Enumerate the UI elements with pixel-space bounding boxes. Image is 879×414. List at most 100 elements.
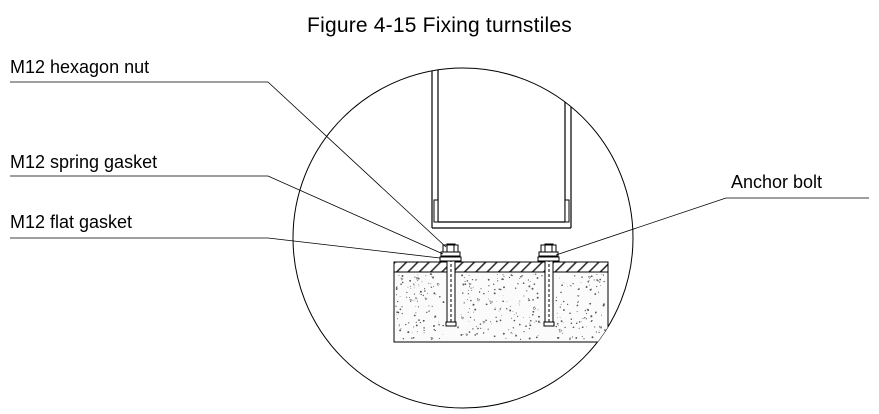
anchor-bolt-right <box>537 243 560 327</box>
concrete-speck <box>555 296 557 298</box>
concrete-speck <box>488 298 489 300</box>
hexagon-nut-left <box>442 244 459 253</box>
concrete-speck <box>535 320 537 322</box>
concrete-aggregate <box>415 297 418 300</box>
concrete-speck <box>428 282 430 284</box>
concrete-speck <box>511 317 513 319</box>
concrete-speck <box>562 322 564 323</box>
concrete-aggregate <box>430 336 434 341</box>
concrete-speck <box>495 316 497 318</box>
concrete-speck <box>467 293 469 295</box>
concrete-speck <box>563 300 565 303</box>
concrete-speck <box>427 293 429 294</box>
concrete-speck <box>401 275 404 277</box>
concrete-speck <box>526 290 528 292</box>
concrete-speck <box>398 324 400 326</box>
concrete-speck <box>503 275 505 277</box>
concrete-speck <box>529 316 531 318</box>
concrete-speck <box>528 299 530 302</box>
concrete-speck <box>567 286 568 288</box>
concrete-speck <box>599 278 602 281</box>
concrete-speck <box>578 321 581 323</box>
concrete-speck <box>569 337 571 339</box>
concrete-speck <box>588 279 590 281</box>
concrete-speck <box>415 324 418 327</box>
concrete-speck <box>517 315 519 317</box>
concrete-speck <box>411 337 413 339</box>
concrete-speck <box>595 311 597 314</box>
concrete-speck <box>487 290 489 292</box>
concrete-speck <box>409 297 410 298</box>
concrete-speck <box>522 317 524 318</box>
concrete-aggregate <box>461 316 465 320</box>
concrete-speck <box>406 296 408 298</box>
concrete-speck <box>469 316 472 319</box>
concrete-speck <box>598 331 600 334</box>
concrete-speck <box>580 321 582 322</box>
leader-lines <box>10 81 869 259</box>
concrete-speck <box>399 308 402 311</box>
concrete-speck <box>423 332 425 334</box>
concrete-speck <box>470 299 472 302</box>
concrete-speck <box>583 338 585 340</box>
concrete-speck <box>570 322 573 325</box>
concrete-speck <box>519 304 520 306</box>
concrete-speck <box>466 280 469 282</box>
concrete-speck <box>413 287 415 289</box>
concrete-speck <box>442 333 444 335</box>
concrete-speck <box>570 285 572 287</box>
concrete-speck <box>479 323 482 325</box>
concrete-speck <box>480 327 482 329</box>
concrete-speck <box>511 333 513 334</box>
concrete-speck <box>584 317 586 319</box>
concrete-speck <box>434 329 436 332</box>
concrete-speck <box>415 306 416 308</box>
concrete-speck <box>415 312 417 314</box>
concrete-speck <box>502 300 504 303</box>
concrete-speck <box>469 296 471 298</box>
concrete-speck <box>499 319 502 322</box>
concrete-speck <box>462 333 464 335</box>
concrete-speck <box>596 273 598 276</box>
concrete-speck <box>528 337 531 340</box>
concrete-speck <box>468 274 470 276</box>
concrete-speck <box>599 281 601 283</box>
concrete-speck <box>586 308 588 310</box>
concrete-speck <box>555 299 557 302</box>
concrete-speck <box>572 326 575 329</box>
concrete-speck <box>476 333 478 335</box>
concrete-speck <box>493 336 495 338</box>
concrete-speck <box>468 320 470 322</box>
concrete-speck <box>590 275 593 278</box>
concrete-speck <box>571 336 574 338</box>
concrete-speck <box>569 338 571 340</box>
concrete-speck <box>529 324 532 327</box>
concrete-speck <box>508 276 511 279</box>
concrete-speck <box>412 283 414 284</box>
concrete-speck <box>496 301 497 302</box>
concrete-speck <box>508 329 510 331</box>
concrete-aggregate <box>489 300 494 305</box>
concrete-speck <box>475 279 477 281</box>
concrete-speck <box>410 288 412 290</box>
concrete-speck <box>414 276 416 278</box>
concrete-speck <box>604 329 606 331</box>
concrete-speck <box>515 312 517 314</box>
concrete-speck <box>462 292 464 294</box>
concrete-speck <box>574 275 576 277</box>
concrete-speck <box>502 278 504 280</box>
concrete-speck <box>602 304 605 307</box>
concrete-speck <box>527 297 529 300</box>
concrete-speck <box>432 276 434 279</box>
concrete-speck <box>422 319 425 322</box>
concrete-speck <box>533 274 534 275</box>
concrete-speck <box>418 293 420 295</box>
concrete-speck <box>506 301 508 303</box>
concrete-speck <box>536 292 539 295</box>
concrete-speck <box>538 315 540 318</box>
concrete-speck <box>468 286 471 288</box>
concrete-speck <box>397 318 398 320</box>
concrete-speck <box>399 296 401 297</box>
turnstile-leg-tabs <box>433 199 570 223</box>
